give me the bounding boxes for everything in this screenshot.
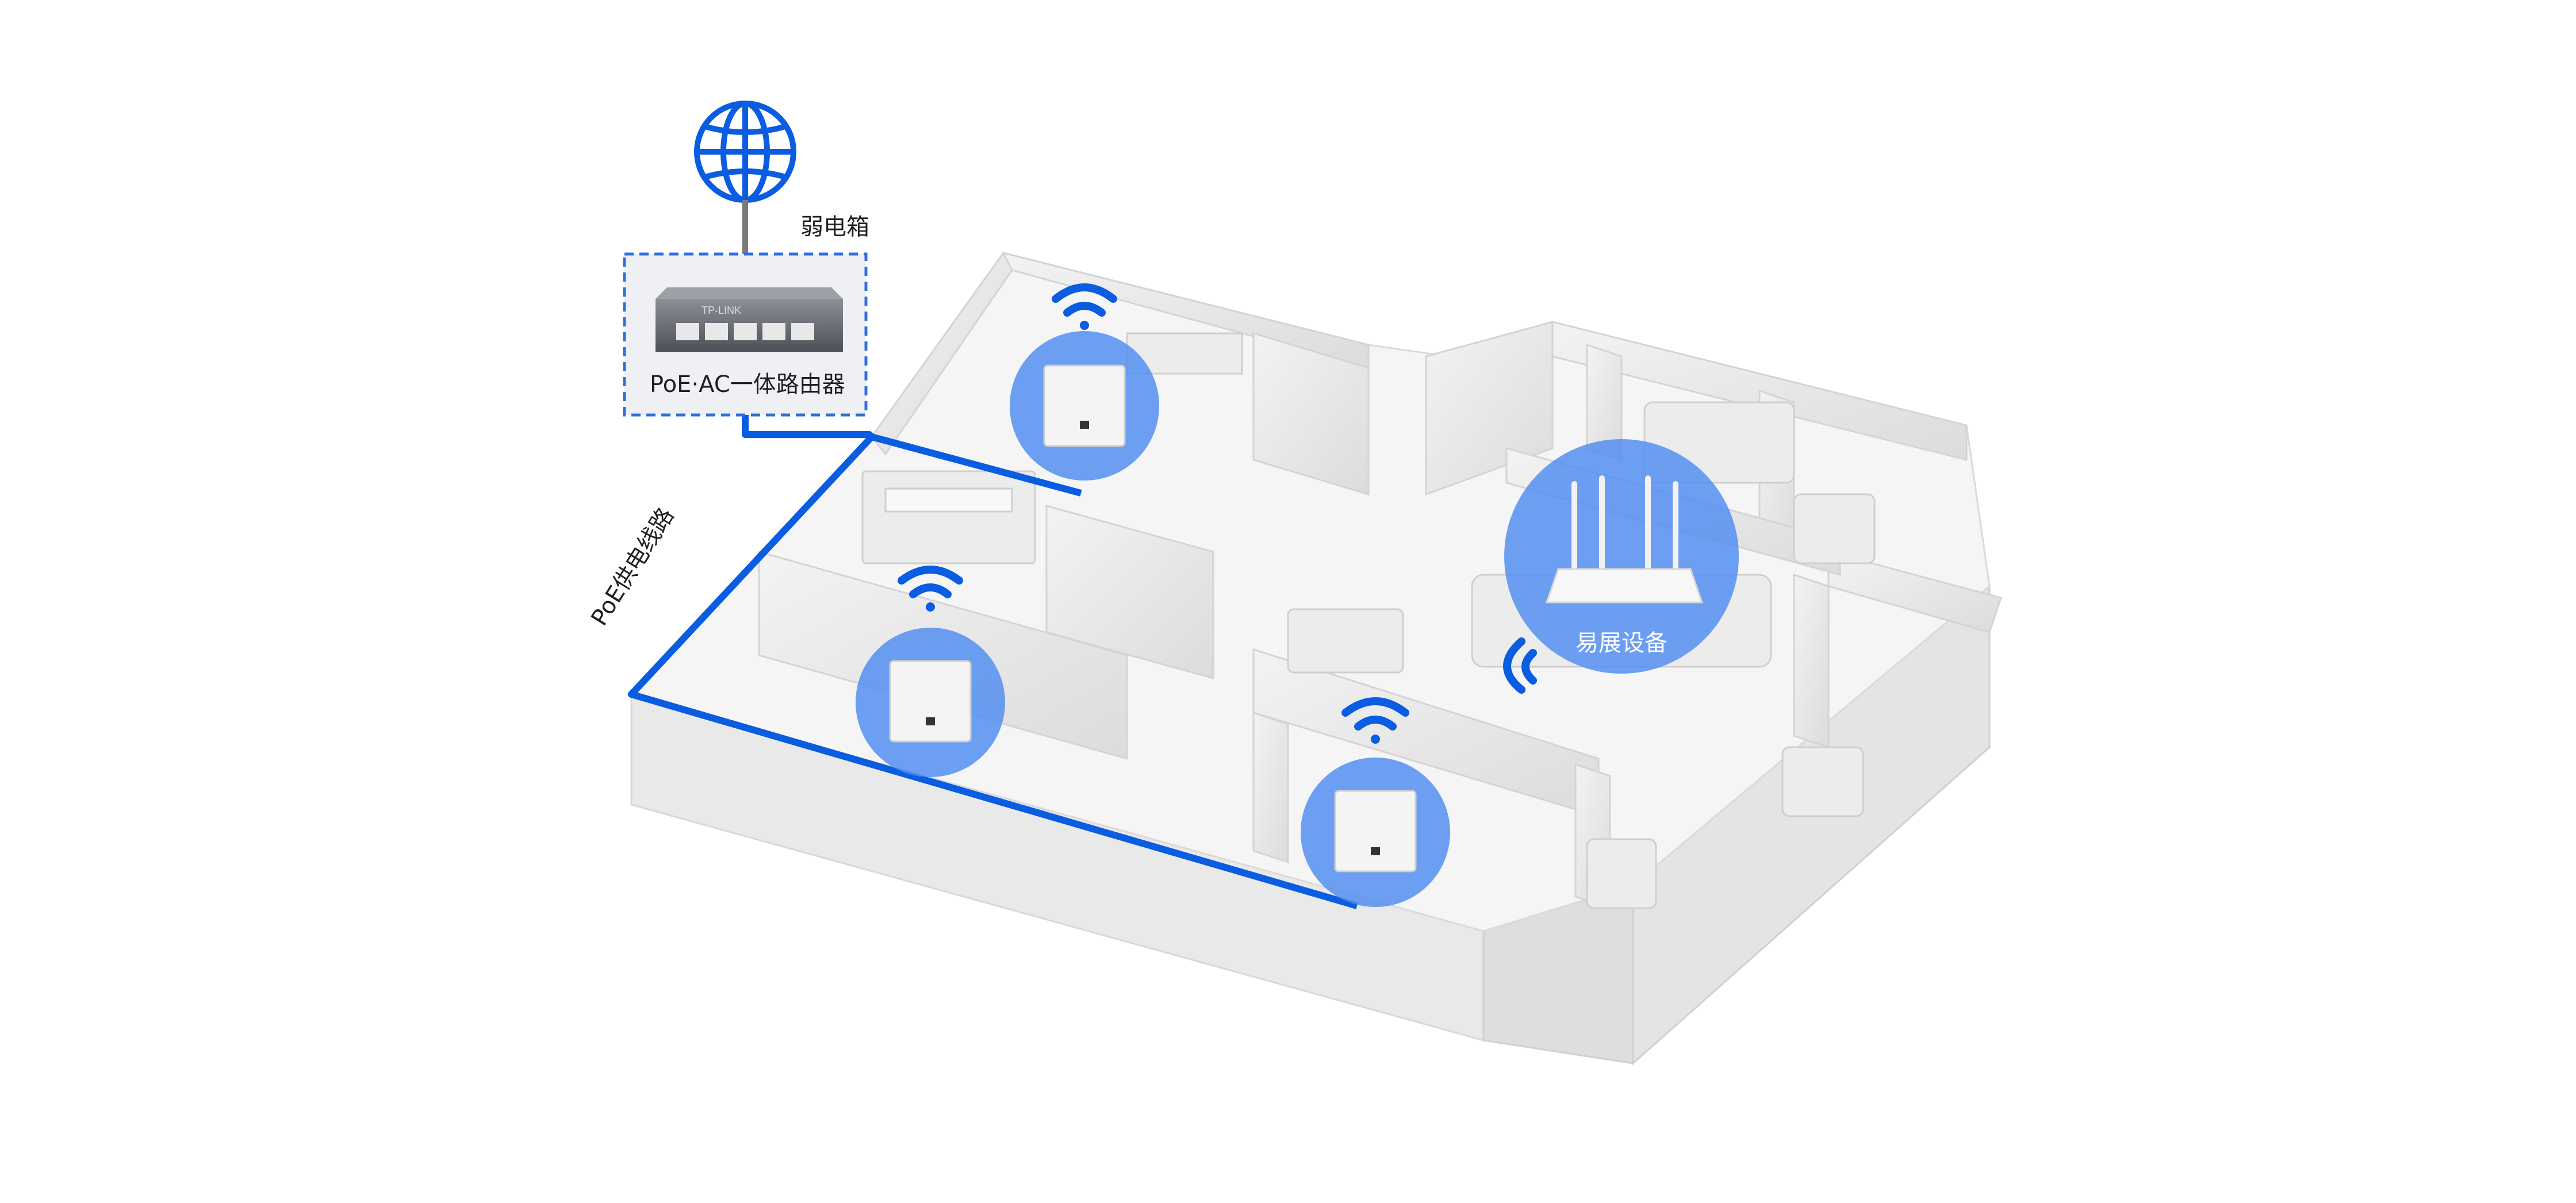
access-point-3 [1301,758,1450,907]
globe-icon [694,101,796,203]
poe-cable-branch [871,433,1082,497]
wireless-router-icon [1504,439,1739,674]
wifi-signal-icon [1503,637,1537,694]
wifi-signal-icon [898,566,963,612]
access-point-1 [1010,331,1159,481]
wifi-signal-icon [1052,283,1117,330]
cabinet-label: 弱电箱 [800,214,869,240]
access-point-2 [856,628,1005,777]
poe-router-device: TP-LINK [656,287,843,352]
extender-label: 易展设备 [1575,630,1667,656]
poe-cable-line [628,414,1358,909]
router-logo: TP-LINK [702,305,741,316]
wifi-signal-icon [1341,697,1409,744]
router-label: PoE·AC一体路由器 [650,371,845,398]
